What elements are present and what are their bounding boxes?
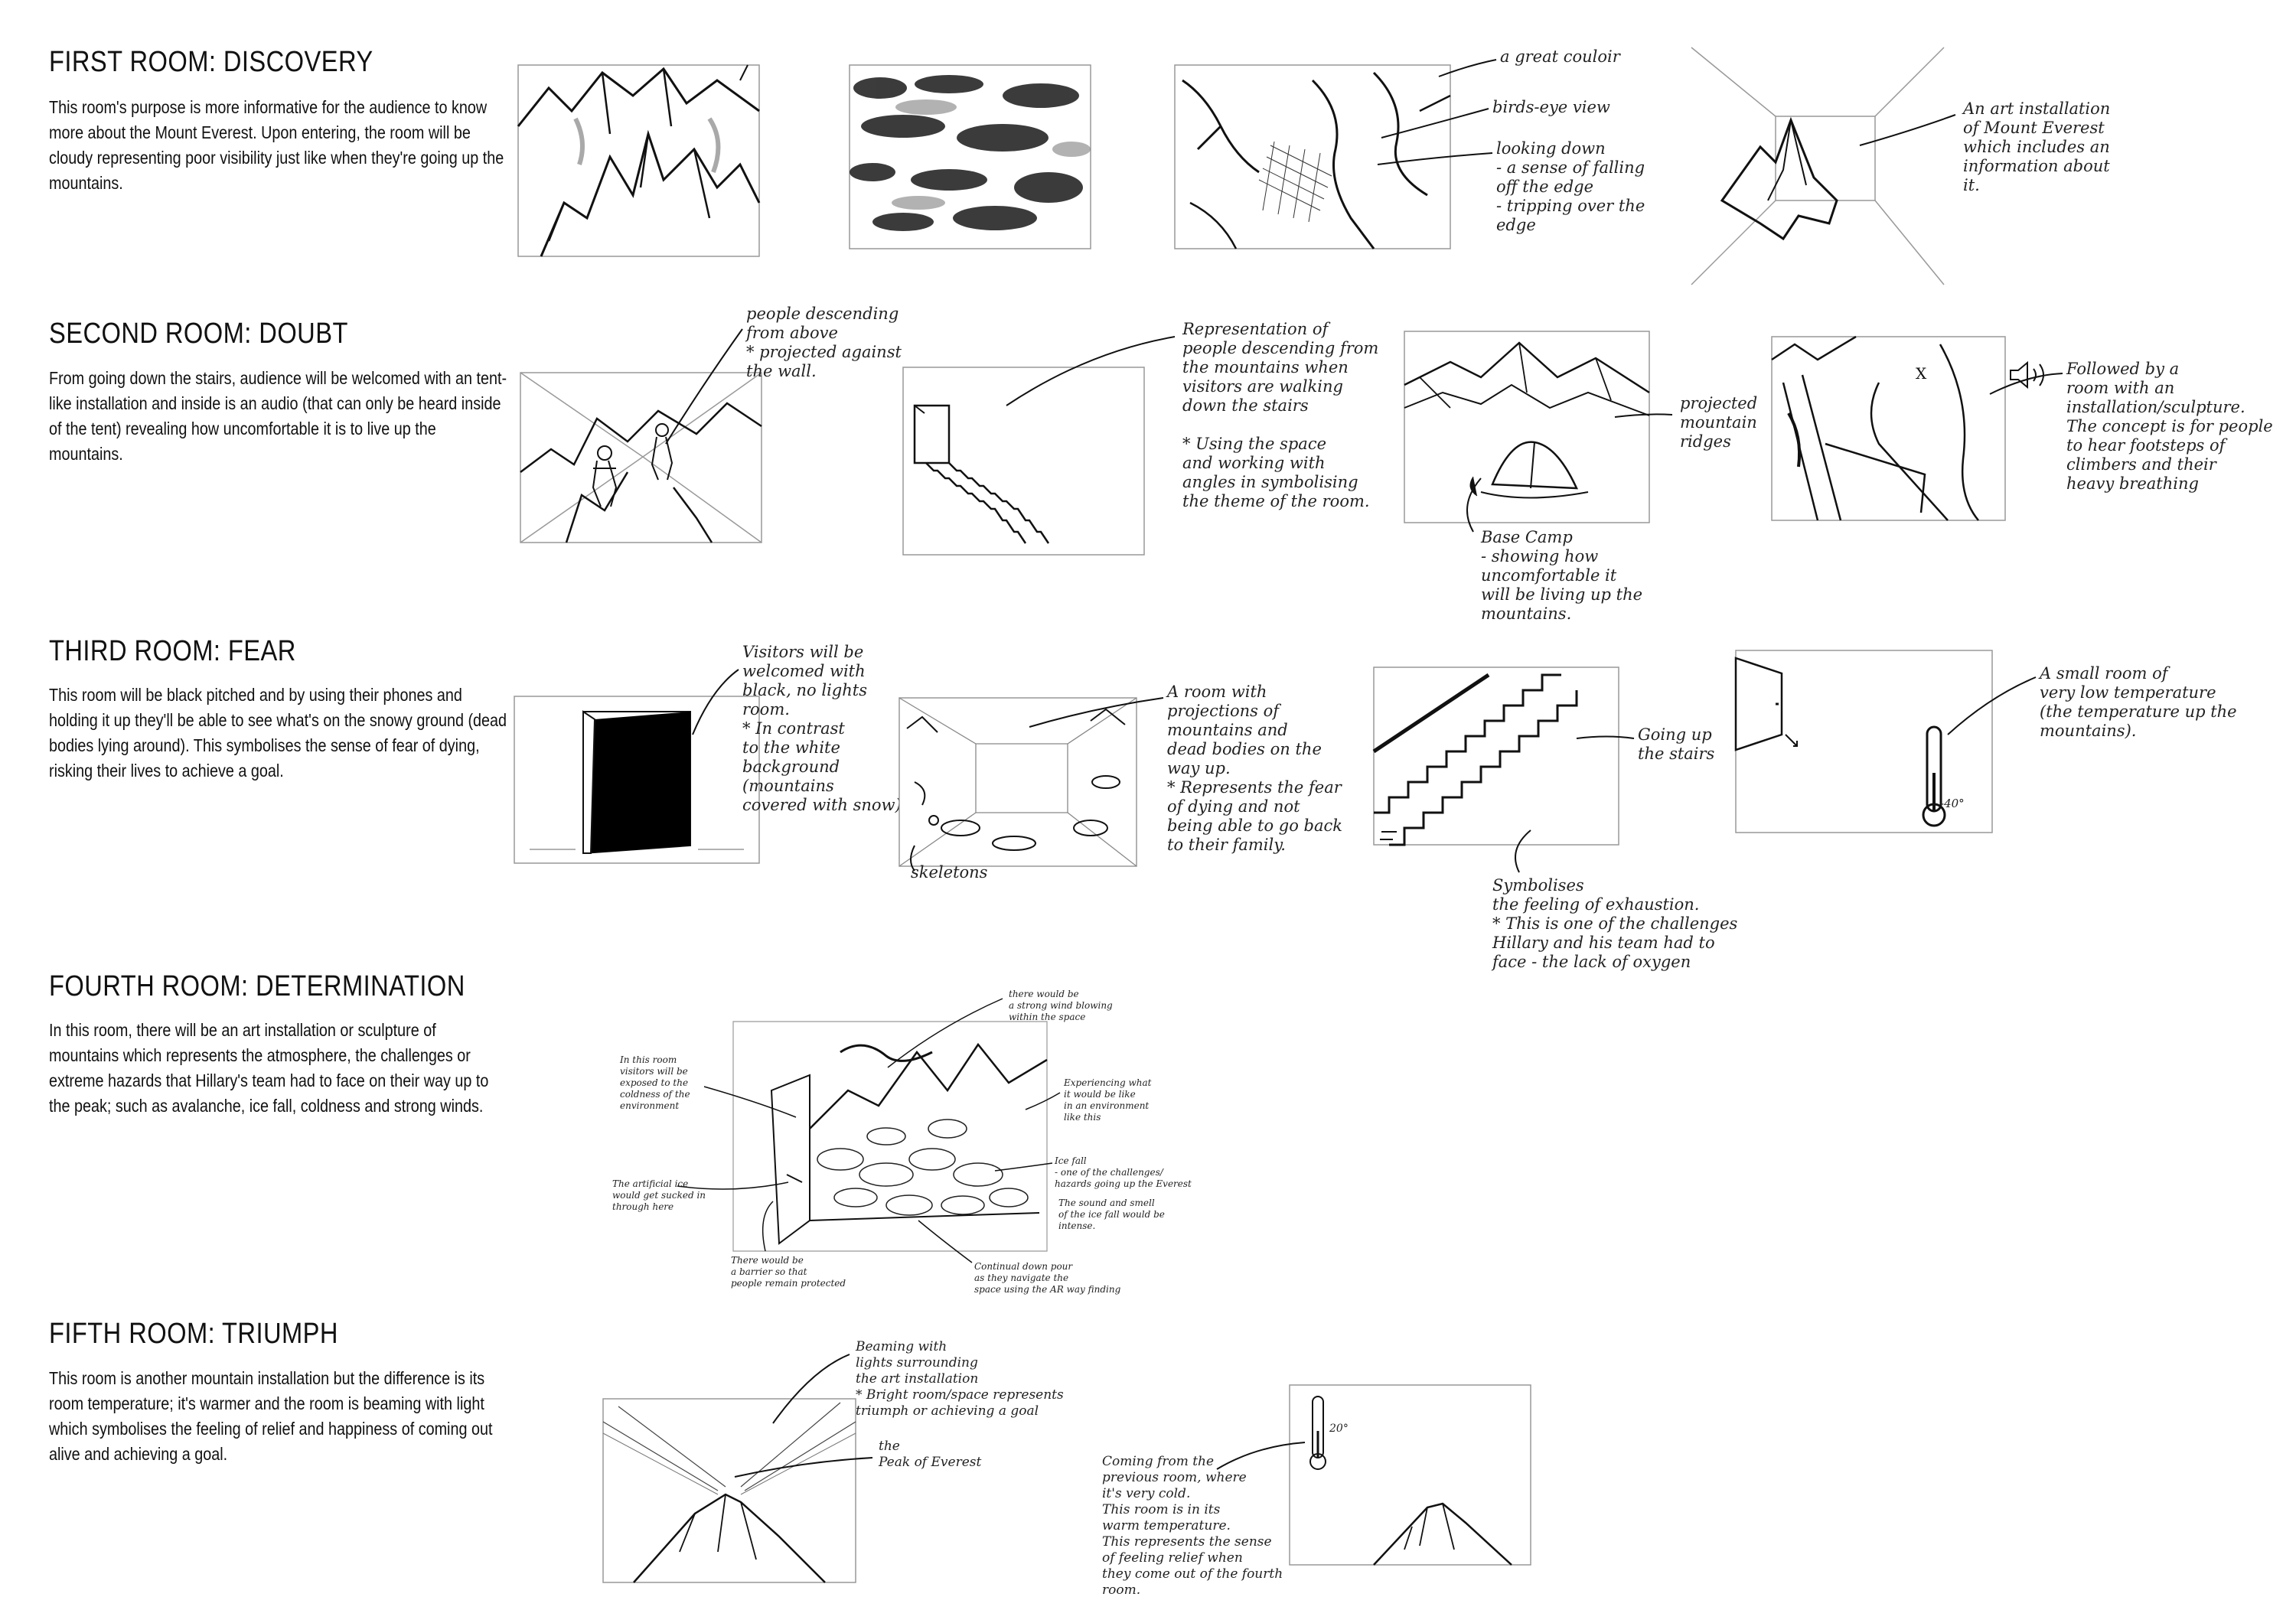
room5-sketch-beaming-light	[603, 1399, 856, 1582]
room2-title: SECOND ROOM: DOUBT	[49, 318, 348, 350]
note-beaming-lights: Beaming with lights surrounding the art …	[856, 1339, 1064, 1419]
note-coming-from-previous: Coming from the previous room, where it'…	[1102, 1454, 1283, 1598]
room2-sketch-people-descending	[520, 373, 762, 543]
note-experiencing: Experiencing what it would be like in an…	[1064, 1077, 1152, 1123]
svg-text:X: X	[1916, 364, 1927, 383]
corner-room-mountain-drawing	[1691, 47, 1944, 285]
room2-sketch-tent-audio: X	[1772, 337, 2005, 520]
note-in-this-room: In this room visitors will be exposed to…	[620, 1054, 690, 1111]
note-projections: A room with projections of mountains and…	[1167, 683, 1342, 854]
room1-sketch-birdseye	[1175, 65, 1450, 249]
room5-title: FIFTH ROOM: TRIUMPH	[49, 1318, 338, 1350]
room3-description: This room will be black pitched and by u…	[49, 685, 507, 781]
note-barrier: There would be a barrier so that people …	[731, 1255, 846, 1289]
mountain-outline-drawing	[518, 65, 759, 256]
note-symbolises-exhaustion: Symbolises the feeling of exhaustion. * …	[1492, 876, 1738, 971]
warm-room-peak-drawing	[1290, 1385, 1531, 1565]
room3-sketch-black-room	[514, 696, 759, 863]
room3-sketch-cold-room	[1736, 650, 1992, 833]
room5-description: This room is another mountain installati…	[49, 1368, 493, 1464]
cold-room-drawing	[1736, 650, 1992, 833]
note-small-room: A small room of very low temperature (th…	[2040, 664, 2237, 740]
room2-description: From going down the stairs, audience wil…	[49, 368, 507, 464]
stairs-up-drawing	[1374, 667, 1619, 845]
room3-sketch-stairs-up	[1374, 667, 1619, 845]
note-visitors-welcomed: Visitors will be welcomed with black, no…	[742, 643, 902, 814]
room2-sketch-base-camp	[1404, 331, 1649, 523]
note-sound-smell: The sound and smell of the ice fall woul…	[1058, 1198, 1165, 1231]
note-warm-temp: 20°	[1329, 1423, 1349, 1435]
note-people-descending: people descending from above * projected…	[746, 305, 902, 380]
room4-title: FOURTH ROOM: DETERMINATION	[49, 970, 465, 1002]
light-beams-peak-drawing	[603, 1399, 856, 1582]
note-followed-by: Followed by a room with an installation/…	[2066, 360, 2273, 493]
note-cold-temp: -40°	[1940, 797, 1965, 810]
note-going-up-stairs: Going up the stairs	[1638, 725, 1715, 763]
room1-sketch-mountains	[518, 65, 759, 256]
room4-sketch-installation	[733, 1022, 1047, 1251]
note-looking-down: looking down - a sense of falling off th…	[1496, 139, 1645, 234]
room1-description: This room's purpose is more informative …	[49, 97, 504, 193]
note-downpour: Continual down pour as they navigate the…	[974, 1261, 1121, 1295]
room2-sketch-stairs	[903, 367, 1144, 555]
note-peak-of-everest: the Peak of Everest	[879, 1439, 982, 1470]
room1-title: FIRST ROOM: DISCOVERY	[49, 46, 373, 78]
room5-sketch-warm-room	[1290, 1385, 1531, 1565]
note-base-camp: Base Camp - showing how uncomfortable it…	[1481, 528, 1643, 623]
room4-description: In this room, there will be an art insta…	[49, 1020, 489, 1116]
note-representation-descending: Representation of people descending from…	[1182, 320, 1379, 510]
room3-title: THIRD ROOM: FEAR	[49, 635, 296, 667]
room3-sketch-dead-bodies	[899, 698, 1137, 866]
mountain-installation-drawing	[733, 1022, 1047, 1251]
cloud-drawing	[850, 65, 1091, 249]
stairs-door-drawing	[903, 367, 1144, 555]
note-ice-fall: Ice fall - one of the challenges/ hazard…	[1055, 1155, 1192, 1189]
note-birdseye-view: birds-eye view	[1492, 98, 1610, 116]
note-art-installation: An art installation of Mount Everest whi…	[1963, 99, 2111, 194]
people-descending-drawing	[520, 373, 762, 543]
note-projected-ridges: projected mountain ridges	[1680, 394, 1758, 451]
base-camp-drawing	[1404, 331, 1649, 523]
note-strong-wind: there would be a strong wind blowing wit…	[1009, 989, 1113, 1022]
room1-sketch-art-installation	[1691, 47, 1944, 285]
note-great-couloir: a great couloir	[1500, 47, 1620, 66]
tent-interior-drawing: X	[1772, 337, 2005, 520]
projection-room-drawing	[899, 698, 1137, 866]
room1-sketch-clouds	[850, 65, 1091, 249]
note-skeletons: skeletons	[911, 863, 988, 882]
black-doorway-drawing	[514, 696, 759, 863]
